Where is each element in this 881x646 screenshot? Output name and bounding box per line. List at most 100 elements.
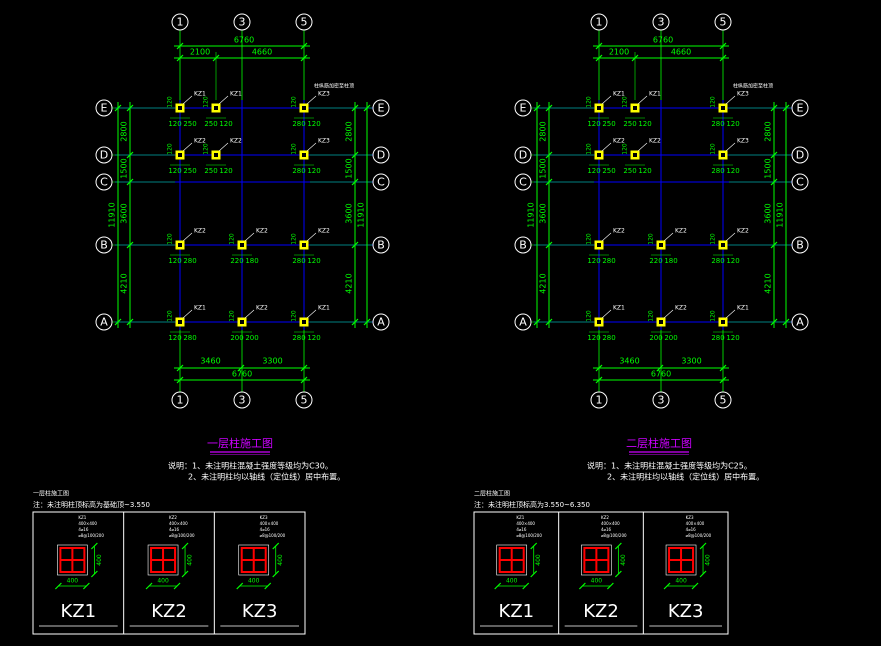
dim-tick bbox=[126, 104, 134, 112]
offset-dim: 250 bbox=[204, 167, 217, 175]
dim-tick bbox=[272, 542, 280, 550]
dim-tick bbox=[90, 570, 98, 578]
offset-dim: 280 bbox=[292, 257, 305, 265]
dim-right-span: 3600 bbox=[764, 203, 773, 223]
offset-dim-v: 120 bbox=[229, 233, 236, 245]
column-core bbox=[633, 106, 637, 110]
axis-bubble-label: 1 bbox=[177, 394, 184, 407]
axis-bubble-label: E bbox=[520, 102, 527, 115]
column-core bbox=[597, 106, 601, 110]
leader-line bbox=[218, 142, 229, 152]
axis-bubble bbox=[295, 391, 313, 409]
dim-left-span: 1500 bbox=[539, 158, 548, 178]
offset-dim: 250 bbox=[183, 167, 196, 175]
dim-tick bbox=[595, 364, 603, 372]
table-frame bbox=[473, 511, 729, 635]
axis-bubble bbox=[171, 13, 189, 31]
offset-dim: 280 bbox=[711, 334, 724, 342]
section-dim-h: 400 bbox=[277, 554, 284, 566]
section-dim-h: 400 bbox=[705, 554, 712, 566]
offset-dim: 280 bbox=[183, 257, 196, 265]
section-name: KZ3 bbox=[242, 601, 278, 622]
dim-tick bbox=[719, 376, 727, 384]
leader-line bbox=[306, 309, 317, 319]
dim-tick bbox=[363, 104, 371, 112]
leader-line bbox=[725, 309, 736, 319]
column-label: KZ2 bbox=[649, 138, 661, 145]
offset-dim-v: 120 bbox=[291, 310, 298, 322]
column-core bbox=[721, 153, 725, 157]
section-dim-w: 400 bbox=[506, 578, 518, 585]
offset-dim-v: 120 bbox=[203, 143, 210, 155]
offset-dim: 220 bbox=[230, 257, 243, 265]
dim-tick bbox=[181, 570, 189, 578]
axis-bubble-label: 3 bbox=[239, 16, 246, 29]
offset-dim-v: 120 bbox=[622, 96, 629, 108]
leader-line bbox=[244, 232, 255, 242]
column-core bbox=[721, 243, 725, 247]
offset-dim: 120 bbox=[726, 334, 739, 342]
dim-tick bbox=[614, 542, 622, 550]
dim-tick bbox=[176, 376, 184, 384]
axis-bubble-label: B bbox=[100, 239, 108, 252]
axis-bubble bbox=[295, 13, 313, 31]
dim-right-span: 3600 bbox=[345, 203, 354, 223]
dim-tick bbox=[351, 178, 359, 186]
section-dim-w: 400 bbox=[157, 578, 169, 585]
axis-bubble bbox=[514, 313, 532, 331]
dim-right-span: 2800 bbox=[764, 121, 773, 141]
axis-bubble bbox=[95, 236, 113, 254]
column-core bbox=[302, 153, 306, 157]
offset-dim: 120 bbox=[587, 167, 600, 175]
axis-bubble bbox=[791, 99, 809, 117]
section-info: ⌀8@100/200 bbox=[169, 533, 195, 538]
dim-tick bbox=[656, 364, 664, 372]
leader-line bbox=[182, 309, 193, 319]
axis-bubble-label: D bbox=[519, 149, 527, 162]
column-label: KZ2 bbox=[675, 228, 687, 235]
offset-dim-v: 120 bbox=[229, 310, 236, 322]
leader-line bbox=[182, 142, 193, 152]
section-info: 400×400 bbox=[516, 521, 535, 526]
offset-dim: 120 bbox=[219, 120, 232, 128]
offset-dim: 250 bbox=[602, 167, 615, 175]
offset-dim: 280 bbox=[711, 257, 724, 265]
column-label: KZ1 bbox=[194, 305, 206, 312]
column-core bbox=[178, 106, 182, 110]
dim-bottom-span: 3460 bbox=[200, 357, 220, 366]
offset-dim: 120 bbox=[587, 257, 600, 265]
axis-bubble bbox=[714, 391, 732, 409]
dim-tick bbox=[494, 582, 502, 590]
dim-tick bbox=[782, 104, 790, 112]
dim-tick bbox=[770, 241, 778, 249]
section-dim-h: 400 bbox=[535, 554, 542, 566]
dim-tick bbox=[663, 582, 671, 590]
column-label: KZ2 bbox=[256, 228, 268, 235]
axis-bubble-label: B bbox=[377, 239, 385, 252]
offset-dim-v: 120 bbox=[710, 143, 717, 155]
axis-bubble-label: C bbox=[796, 176, 804, 189]
table-subheading: 注：未注明柱顶标高为3.550~6.350 bbox=[474, 500, 590, 509]
offset-dim: 180 bbox=[664, 257, 677, 265]
column-core bbox=[302, 106, 306, 110]
offset-dim: 280 bbox=[602, 257, 615, 265]
axis-bubble bbox=[372, 313, 390, 331]
dim-tick bbox=[176, 42, 184, 50]
offset-dim-v: 120 bbox=[167, 96, 174, 108]
axis-bubble-label: 5 bbox=[720, 394, 727, 407]
dim-tick bbox=[351, 241, 359, 249]
dim-tick bbox=[236, 582, 244, 590]
dim-bottom-overall: 6760 bbox=[651, 370, 671, 379]
column-label: KZ1 bbox=[737, 305, 749, 312]
plan-title: 二层柱施工图 bbox=[626, 436, 692, 450]
leader-line bbox=[637, 95, 648, 105]
dim-tick bbox=[114, 318, 122, 326]
axis-bubble bbox=[791, 313, 809, 331]
offset-dim-v: 120 bbox=[710, 310, 717, 322]
section-info: KZ1 bbox=[78, 515, 86, 520]
axis-bubble bbox=[171, 391, 189, 409]
dim-tick bbox=[272, 570, 280, 578]
table-frame bbox=[32, 511, 306, 635]
